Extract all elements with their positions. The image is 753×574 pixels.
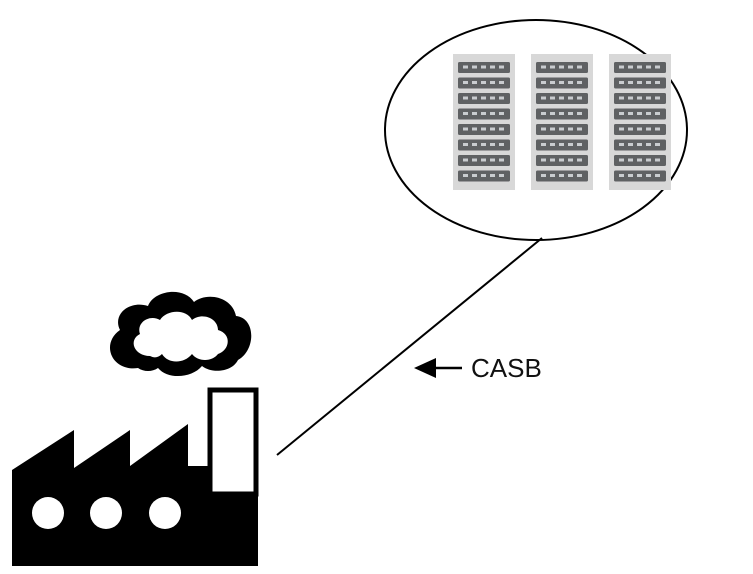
- server-rack-icon: [609, 54, 671, 190]
- server-rack-icon: [531, 54, 593, 190]
- casb-arrow: [414, 358, 462, 378]
- connection-line: [276, 237, 543, 456]
- casb-label: CASB: [471, 353, 542, 383]
- server-racks: [453, 54, 671, 190]
- cloud-icon: [109, 291, 252, 377]
- factory-icon: [12, 387, 259, 566]
- server-rack-icon: [453, 54, 515, 190]
